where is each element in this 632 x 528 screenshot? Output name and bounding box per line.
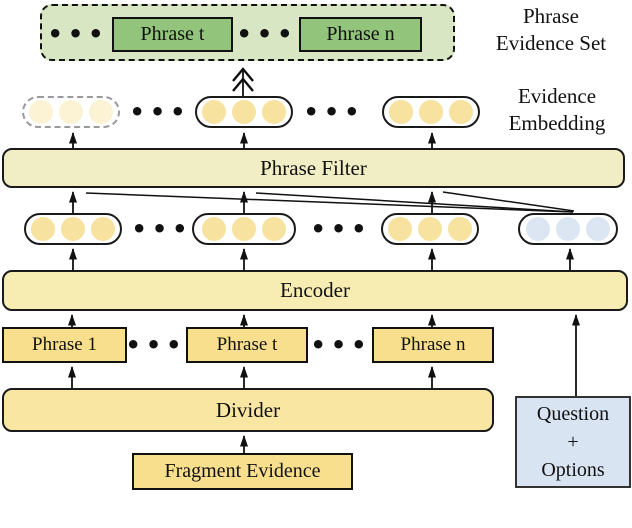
embedding-circle — [586, 217, 610, 241]
embedding-circle — [202, 217, 226, 241]
ellipsis-dots: ••• — [303, 98, 365, 126]
node-phrase-n: Phrase n — [372, 327, 494, 363]
embedding-circle — [388, 217, 412, 241]
embedding-circle — [89, 100, 113, 124]
edge-question-capsule-to-filter-t — [255, 192, 574, 213]
label-phrase-evidence-set: Phrase Evidence Set — [495, 4, 607, 55]
embedding-circle — [389, 100, 413, 124]
divider-bar: Divider — [2, 388, 494, 432]
edge-question-capsule-to-filter-n — [442, 191, 575, 212]
node-top-phrase-n: Phrase n — [299, 17, 422, 52]
evidence-embedding-capsule-n — [382, 96, 480, 128]
embedding-circle — [418, 217, 442, 241]
embedding-circle — [262, 100, 286, 124]
question-embedding-capsule — [518, 213, 618, 245]
node-top-phrase-t: Phrase t — [112, 17, 233, 52]
ellipsis-dots: ••• — [129, 98, 191, 126]
ellipsis-dots: ••• — [125, 331, 187, 359]
node-phrase-1: Phrase 1 — [2, 327, 127, 363]
double-chevron-arrow-icon — [232, 77, 254, 92]
embedding-circle — [449, 100, 473, 124]
ellipsis-dots: ••• — [47, 20, 109, 48]
ellipsis-dots: ••• — [236, 20, 298, 48]
ellipsis-dots: ••• — [310, 331, 372, 359]
embedding-circle — [526, 217, 550, 241]
node-phrase-t: Phrase t — [186, 327, 308, 363]
node-phrase-t-label: Phrase t — [216, 334, 278, 355]
question-options-line: Question — [536, 403, 610, 425]
node-top-phrase-t-label: Phrase t — [140, 23, 205, 45]
node-fragment-evidence: Fragment Evidence — [132, 453, 353, 490]
phrase-embedding-capsule-t — [192, 213, 296, 245]
phrase-embedding-capsule-n — [381, 213, 479, 245]
phrase-evidence-set-container: ••• Phrase t ••• Phrase n — [40, 4, 455, 61]
evidence-embedding-capsule-t — [195, 96, 293, 128]
embedding-circle — [448, 217, 472, 241]
question-options-line: + — [567, 431, 579, 453]
embedding-circle — [31, 217, 55, 241]
embedding-circle — [232, 100, 256, 124]
node-phrase-n-label: Phrase n — [400, 334, 466, 355]
phrase-filter-label: Phrase Filter — [260, 155, 367, 180]
double-chevron-arrow-icon — [232, 67, 254, 82]
edge-question-capsule-to-filter-1 — [85, 192, 574, 213]
fragment-evidence-label: Fragment Evidence — [164, 460, 321, 482]
embedding-circle — [29, 100, 53, 124]
embedding-circle — [262, 217, 286, 241]
embedding-circle — [556, 217, 580, 241]
embedding-circle — [419, 100, 443, 124]
embedding-circle — [202, 100, 226, 124]
node-top-phrase-n-label: Phrase n — [326, 23, 395, 45]
divider-label: Divider — [215, 397, 281, 422]
phrase-embedding-capsule-1 — [24, 213, 122, 245]
encoder-bar: Encoder — [2, 270, 628, 311]
embedding-circle — [61, 217, 85, 241]
node-phrase-1-label: Phrase 1 — [32, 334, 97, 355]
label-evidence-embedding: Evidence Embedding — [508, 84, 606, 135]
evidence-embedding-capsule-faded — [22, 96, 120, 128]
ellipsis-dots: ••• — [131, 215, 193, 243]
question-options-line: Options — [541, 459, 605, 481]
embedding-circle — [59, 100, 83, 124]
ellipsis-dots: ••• — [310, 215, 372, 243]
encoder-label: Encoder — [280, 278, 350, 302]
embedding-circle — [232, 217, 256, 241]
phrase-filter-bar: Phrase Filter — [2, 148, 625, 188]
embedding-circle — [91, 217, 115, 241]
node-question-options: Question + Options — [515, 396, 631, 488]
